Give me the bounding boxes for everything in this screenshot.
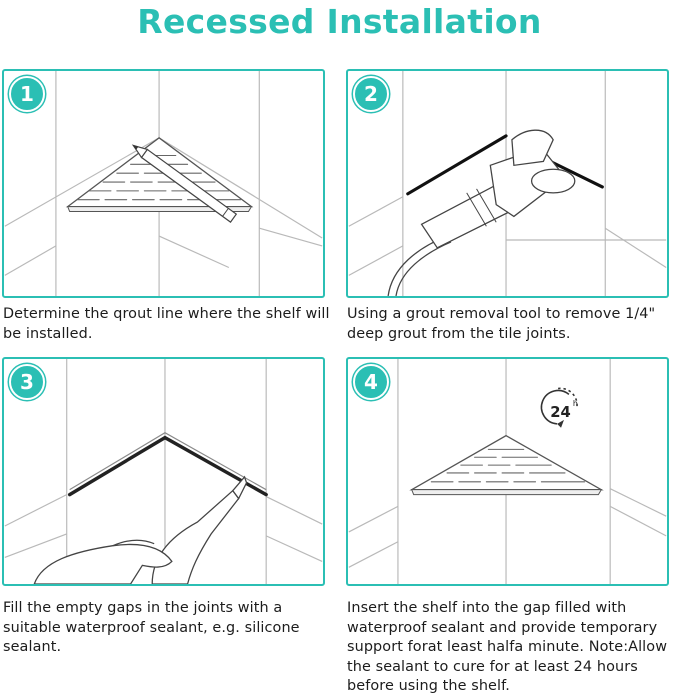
- step-4-caption: Insert the shelf into the gap filled wit…: [347, 600, 668, 695]
- step-2-caption: Using a grout removal tool to remove 1/4…: [347, 306, 656, 342]
- grout-removal-tool-icon: [387, 129, 576, 296]
- step-2-panel: 2: [346, 69, 669, 298]
- step-3-illustration: [4, 359, 323, 584]
- pencil-icon: [131, 144, 238, 223]
- step-3-caption: Fill the empty gaps in the joints with a…: [3, 600, 300, 656]
- step-4-illustration: 24 h: [348, 359, 667, 584]
- step-1-illustration: [4, 71, 323, 296]
- sealant-gun-icon: [33, 475, 248, 584]
- timer-value: 24: [550, 404, 570, 421]
- step-number-badge: 2: [353, 76, 389, 112]
- step-1-caption: Determine the qrout line where the shelf…: [3, 306, 330, 342]
- timer-unit: h: [573, 399, 578, 408]
- clock-arrow-icon: [540, 387, 578, 428]
- step-3-panel: 3: [2, 357, 325, 586]
- step-2-illustration: [348, 71, 667, 296]
- step-number-badge: 3: [9, 364, 45, 400]
- step-4-panel: 24 h 4: [346, 357, 669, 586]
- step-1-panel: 1: [2, 69, 325, 298]
- page-title: Recessed Installation: [137, 2, 542, 41]
- corner-shelf-icon: [409, 434, 604, 496]
- step-number-badge: 4: [353, 364, 389, 400]
- step-number-badge: 1: [9, 76, 45, 112]
